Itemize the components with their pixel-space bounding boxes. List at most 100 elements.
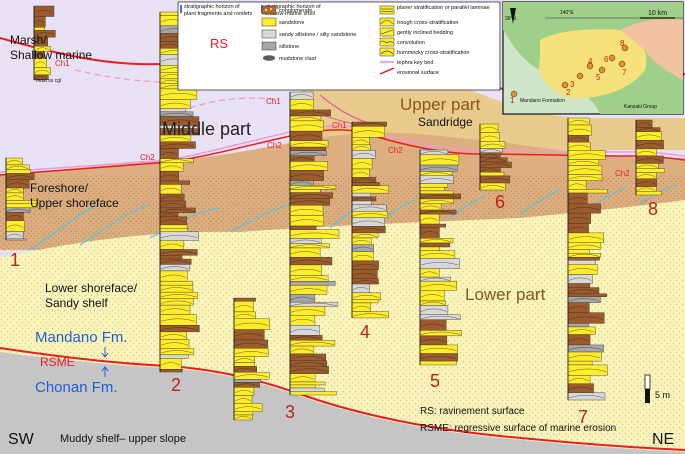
strat-bed	[568, 243, 601, 250]
strat-bed	[420, 210, 456, 214]
strat-bed	[568, 249, 590, 253]
map-lat-label: 39°N	[505, 16, 517, 22]
strat-bed	[480, 158, 507, 162]
strat-bed	[290, 170, 324, 180]
strat-bed	[480, 168, 501, 172]
legend-right-3: convolution	[397, 40, 425, 46]
strat-bed	[420, 361, 456, 365]
strat-bed	[160, 249, 197, 255]
ch1-label-col3: Ch1	[266, 97, 281, 106]
strat-bed	[234, 298, 256, 301]
strat-bed	[160, 271, 187, 281]
map-scale-label: 10 km	[648, 10, 667, 17]
strat-bed	[352, 245, 374, 252]
strat-bed	[234, 412, 253, 415]
strat-bed	[290, 110, 331, 116]
strat-bed	[568, 384, 594, 393]
strat-bed	[290, 354, 326, 361]
strat-bed	[568, 264, 597, 274]
strat-bed	[290, 193, 333, 199]
strat-bed	[352, 186, 389, 193]
strat-bed	[352, 169, 369, 178]
strat-bed	[568, 213, 591, 223]
legend-left-4: mudstone clast	[279, 56, 316, 62]
ch2-label-col4: Ch2	[388, 146, 403, 155]
legend-right-5: tephra key bed	[397, 60, 433, 66]
strat-bed	[636, 132, 662, 141]
strat-bed	[290, 238, 321, 243]
strat-bed	[6, 170, 31, 174]
strat-bed	[636, 120, 652, 128]
strat-bed	[480, 183, 506, 190]
legend-left-1: sandstone	[279, 20, 304, 26]
strat-bed	[290, 198, 330, 205]
label-upper-part: Upper part	[400, 95, 481, 114]
strat-bed	[290, 385, 315, 388]
strat-bed	[568, 118, 589, 125]
strat-bed	[568, 189, 608, 193]
strat-bed	[420, 258, 459, 269]
strat-bed	[568, 303, 589, 313]
site-marker-3	[577, 73, 583, 79]
strat-bed	[290, 244, 330, 248]
scale-label: 5 m	[655, 390, 670, 400]
strat-bed	[352, 226, 385, 233]
ch2-label-col8: Ch2	[615, 169, 630, 178]
strat-bed	[290, 147, 326, 151]
label-middle-part: Middle part	[162, 119, 251, 139]
strat-bed	[420, 199, 454, 204]
strat-bed	[352, 197, 376, 201]
site-label-5: 5	[596, 73, 601, 82]
strat-bed	[480, 124, 498, 133]
horizon-1-label-1: stratigraphic horizon of	[184, 4, 240, 10]
strat-bed	[568, 142, 590, 150]
strat-bed	[480, 142, 505, 149]
strat-bed	[290, 388, 324, 392]
legend-sandstone: sandstone	[262, 18, 304, 26]
strat-bed	[568, 361, 592, 365]
strat-bed	[160, 339, 189, 348]
strat-bed	[420, 183, 448, 187]
strat-bed	[290, 226, 316, 230]
strat-bed	[290, 131, 322, 141]
strat-bed	[352, 137, 370, 145]
strat-bed	[420, 224, 446, 227]
strat-bed	[420, 305, 448, 314]
siltstone-swatch	[262, 42, 276, 50]
label-marsh: Marsh/	[10, 33, 47, 47]
site-marker-6	[609, 55, 615, 61]
strat-bed	[568, 274, 592, 283]
column-number-6: 6	[495, 192, 505, 212]
grain-axis-label: mdst ss cgl	[36, 78, 61, 84]
strat-bed	[352, 279, 379, 284]
strat-bed	[290, 294, 315, 302]
strat-bed	[234, 379, 261, 382]
strat-bed	[568, 352, 601, 361]
legend-sandy-silt: sandy siltstone / silty sandstone	[262, 30, 356, 38]
strat-bed	[420, 301, 446, 305]
strat-bed	[34, 16, 45, 27]
strat-bed	[568, 393, 605, 400]
strat-bed	[480, 132, 500, 141]
scale-bar-black	[645, 389, 650, 403]
strat-bed	[568, 150, 605, 159]
strat-bed	[352, 201, 371, 205]
strat-bed	[568, 253, 601, 257]
strat-bed	[234, 387, 254, 395]
site-label-7: 7	[622, 68, 627, 77]
strat-bed	[636, 173, 657, 179]
strat-bed	[352, 126, 385, 137]
strat-bed	[568, 160, 599, 166]
label-lower-part: Lower part	[465, 285, 546, 304]
strat-bed	[234, 348, 268, 356]
label-lower-shoreface-2: Sandy shelf	[45, 296, 108, 310]
strat-bed	[352, 270, 377, 279]
strat-bed	[352, 122, 387, 126]
strat-bed	[160, 292, 198, 299]
strat-bed	[234, 382, 260, 387]
label-foreshore: Foreshore/	[30, 181, 89, 195]
sandstone-swatch	[262, 18, 276, 26]
strat-bed	[160, 142, 196, 149]
strat-bed	[234, 404, 262, 412]
strat-bed	[480, 149, 502, 153]
